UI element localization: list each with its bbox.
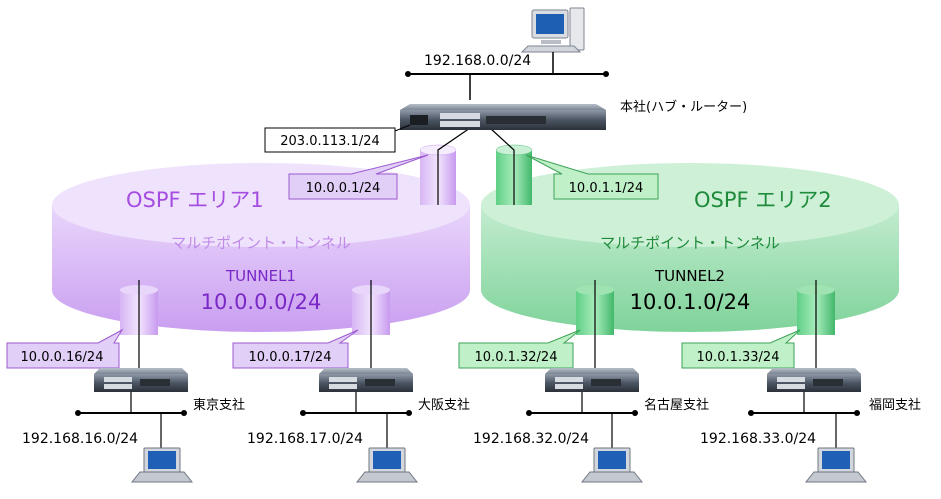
tokyo-lan-label: 192.168.16.0/24 [22,431,138,447]
osaka-tunnel-callout [232,329,359,369]
tokyo-tunnel-label: 10.0.0.16/24 [21,350,104,365]
tokyo-name: 東京支社 [193,397,245,413]
area1-subtitle: マルチポイント・トンネル [171,234,351,252]
osaka-lan-label: 192.168.17.0/24 [247,431,363,447]
tunnel2-name: TUNNEL2 [654,267,725,285]
hub-router-icon [400,104,606,130]
hub-tunnel2-callout [525,154,659,200]
hub-tunnel1-callout [288,154,429,200]
hub-lan-label: 192.168.0.0/24 [424,53,531,69]
tunnel2-network: 10.0.1.0/24 [630,290,751,314]
tokyo-laptop-icon [130,447,194,483]
tunnel1-network: 10.0.0.0/24 [201,290,322,314]
osaka-laptop-icon [355,447,419,483]
nagoya-lan-label: 192.168.32.0/24 [473,431,589,447]
area1-title: OSPF エリア1 [126,188,264,212]
tunnel1-name: TUNNEL1 [225,267,296,285]
nagoya-router-icon [545,368,639,392]
osaka-router-icon [319,368,413,392]
hub-pc-icon [520,7,585,53]
fukuoka-tunnel-label: 10.0.1.33/24 [697,350,780,365]
nagoya-tunnel-callout [458,329,581,369]
hub-tunnel2-label: 10.0.1.1/24 [569,181,644,196]
area2-subtitle: マルチポイント・トンネル [600,234,780,252]
nagoya-name: 名古屋支社 [644,397,709,413]
nagoya-laptop-icon [580,447,644,483]
area2-title: OSPF エリア2 [694,188,832,212]
nagoya-tunnel-label: 10.0.1.32/24 [475,350,558,365]
fukuoka-router-icon [767,368,861,392]
hub-tunnel1-label: 10.0.0.1/24 [306,181,381,196]
fukuoka-tunnel-callout [681,329,801,369]
fukuoka-name: 福岡支社 [869,397,921,413]
tokyo-router-icon [94,368,188,392]
hub-name-label: 本社(ハブ・ルーター) [620,99,747,115]
osaka-name: 大阪支社 [418,397,470,413]
fukuoka-laptop-icon [804,447,868,483]
fukuoka-lan-label: 192.168.33.0/24 [700,431,816,447]
hub-wan-box [264,127,396,153]
osaka-tunnel-label: 10.0.0.17/24 [249,350,332,365]
hub-wan-label: 203.0.113.1/24 [280,134,380,149]
tokyo-tunnel-callout [6,328,124,369]
